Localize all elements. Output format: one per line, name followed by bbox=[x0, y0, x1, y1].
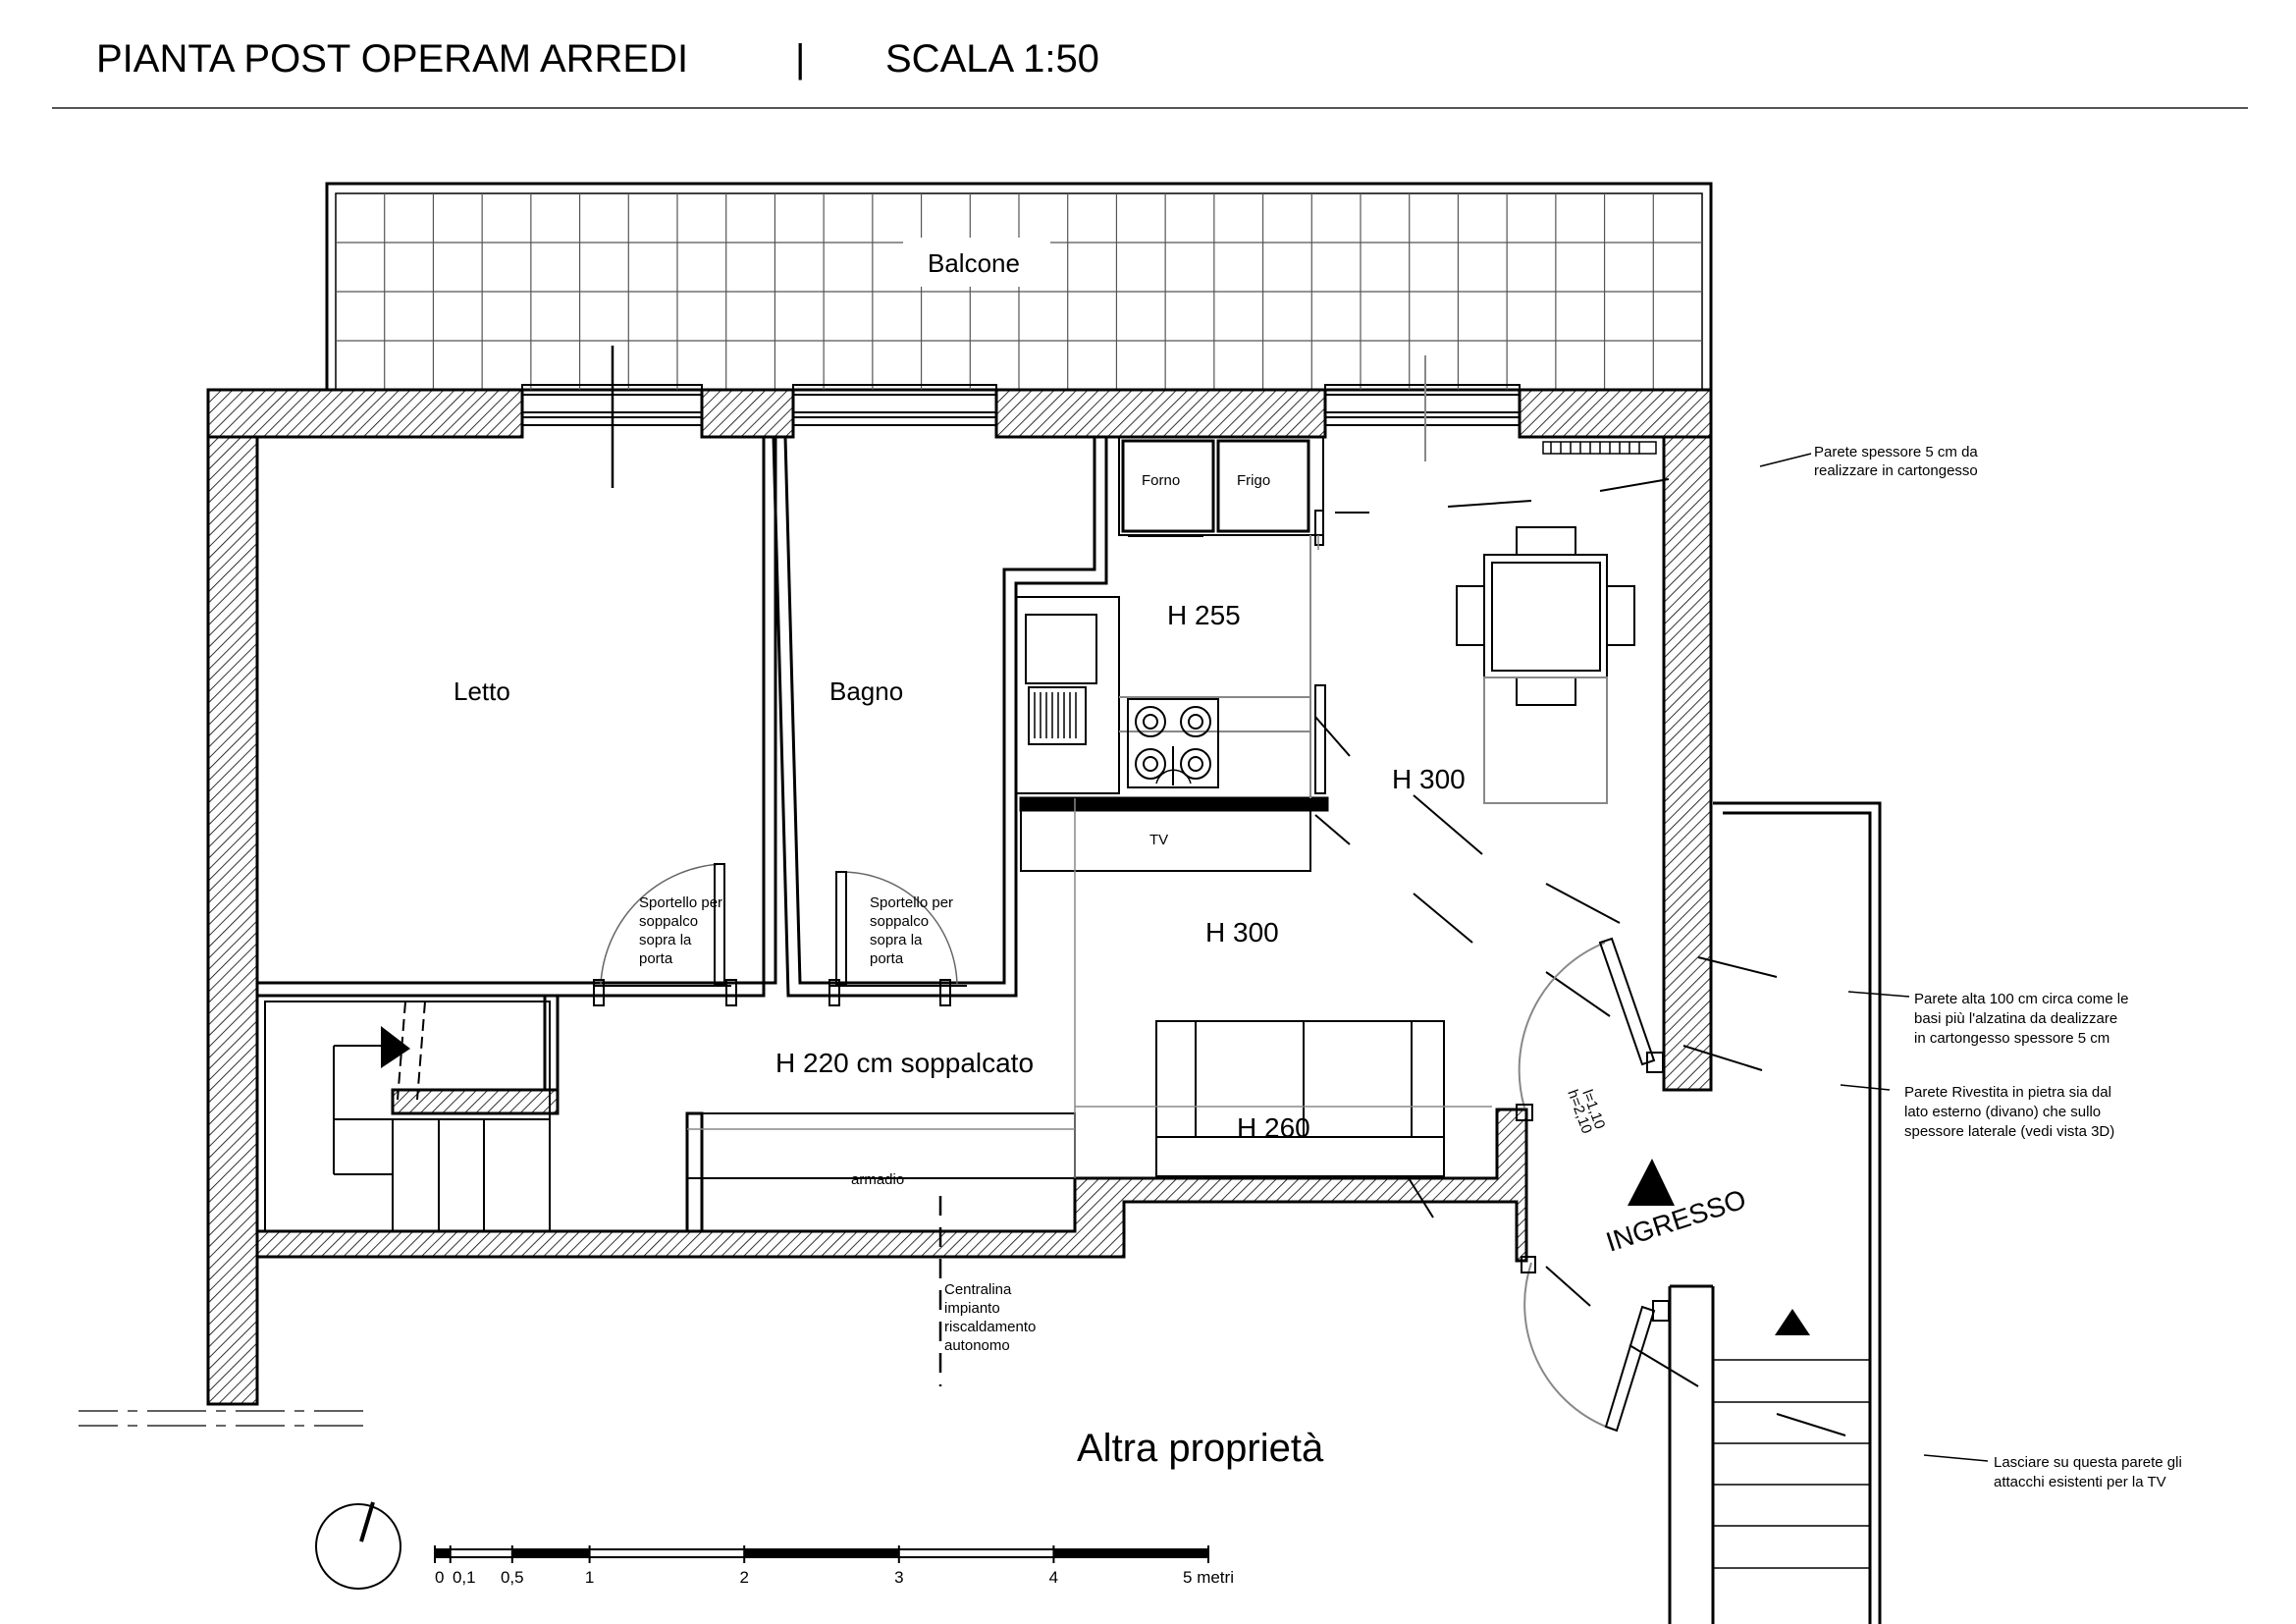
entrance-door[interactable] bbox=[1516, 937, 1670, 1433]
tv-label: TV bbox=[1149, 832, 1168, 848]
north-arrow-icon bbox=[315, 1501, 401, 1590]
annotation-line: basi più l'alzatina da dealizzare bbox=[1914, 1010, 2117, 1027]
bathroom-label: Bagno bbox=[829, 677, 903, 706]
scale-label: 5 metri bbox=[1183, 1568, 1234, 1587]
scale-label: 0,1 bbox=[453, 1568, 476, 1587]
left-door-note: Sportello per soppalco sopra la porta bbox=[639, 894, 722, 967]
annotation-line: Lasciare su questa parete gli bbox=[1994, 1454, 2182, 1471]
annotation-line: spessore laterale (vedi vista 3D) bbox=[1904, 1123, 2114, 1140]
annotation-line: Parete spessore 5 cm da bbox=[1814, 444, 1978, 460]
interior-walls bbox=[257, 436, 1329, 1233]
view-lines bbox=[1314, 478, 1846, 1436]
bedroom-door[interactable] bbox=[593, 863, 737, 1006]
left-note-line: Sportello per bbox=[639, 894, 722, 911]
left-note-line: porta bbox=[639, 950, 673, 967]
annotation-line: in cartongesso spessore 5 cm bbox=[1914, 1030, 2109, 1047]
drawing-title: PIANTA POST OPERAM ARREDI bbox=[96, 37, 688, 81]
scale-label: 2 bbox=[739, 1568, 748, 1587]
right-note-line: soppalco bbox=[870, 913, 929, 930]
ceiling-lines bbox=[687, 535, 1492, 1178]
entrance-label: INGRESSO bbox=[1602, 1184, 1749, 1258]
scale-label: 0,5 bbox=[501, 1568, 524, 1587]
right-note-line: porta bbox=[870, 950, 904, 967]
heating-note-line: autonomo bbox=[944, 1337, 1010, 1354]
other-property-label: Altra proprietà bbox=[1077, 1427, 1324, 1470]
bathroom-door[interactable] bbox=[828, 871, 967, 1006]
dining-table bbox=[1456, 526, 1635, 804]
title-separator: | bbox=[795, 37, 805, 81]
scale-bar: 0 0,1 0,5 1 2 3 4 5 metri bbox=[434, 1545, 1234, 1587]
wardrobe-label: armadio bbox=[851, 1171, 904, 1188]
balcony-label: Balcone bbox=[928, 248, 1020, 278]
annotation-wall-5cm: Parete spessore 5 cm da realizzare in ca… bbox=[1814, 444, 1978, 479]
annotation-wall-100: Parete alta 100 cm circa come le basi pi… bbox=[1914, 991, 2128, 1047]
left-note-line: soppalco bbox=[639, 913, 698, 930]
dining-height: H 300 bbox=[1392, 764, 1466, 794]
drawing-scale: SCALA 1:50 bbox=[885, 37, 1099, 81]
loft-height: H 220 cm soppalcato bbox=[775, 1048, 1034, 1078]
sofa-area-height: H 260 bbox=[1237, 1112, 1310, 1143]
right-note-line: sopra la bbox=[870, 932, 923, 948]
bedroom-label: Letto bbox=[454, 677, 510, 706]
heating-note: Centralina impianto riscaldamento autono… bbox=[944, 1281, 1036, 1354]
scale-label: 0 bbox=[435, 1568, 444, 1587]
heating-note-line: Centralina bbox=[944, 1281, 1012, 1298]
windows bbox=[521, 346, 1521, 488]
annotation-line: lato esterno (divano) che sullo bbox=[1904, 1104, 2101, 1120]
exterior-walls bbox=[206, 388, 1713, 1406]
oven-label: Forno bbox=[1142, 472, 1180, 489]
interior-stairs bbox=[264, 1001, 551, 1232]
left-note-line: sopra la bbox=[639, 932, 692, 948]
sofa bbox=[1155, 1020, 1445, 1177]
scale-label: 4 bbox=[1049, 1568, 1058, 1587]
scale-label: 1 bbox=[585, 1568, 594, 1587]
property-boundary bbox=[79, 1410, 363, 1427]
kitchen-height: H 255 bbox=[1167, 600, 1241, 630]
annotation-line: Parete alta 100 cm circa come le bbox=[1914, 991, 2128, 1007]
annotation-line: Parete Rivestita in pietra sia dal bbox=[1904, 1084, 2111, 1101]
living-height: H 300 bbox=[1205, 917, 1279, 947]
balcony: Balcone bbox=[325, 182, 1713, 392]
entrance-arrow-icon bbox=[1628, 1159, 1675, 1206]
annotation-leaders bbox=[1759, 453, 1989, 1462]
kitchen bbox=[1015, 436, 1326, 798]
annotation-stone-wall: Parete Rivestita in pietra sia dal lato … bbox=[1904, 1084, 2114, 1140]
right-note-line: Sportello per bbox=[870, 894, 953, 911]
scale-label: 3 bbox=[894, 1568, 903, 1587]
external-stairs[interactable] bbox=[1668, 801, 1882, 1624]
fridge-label: Frigo bbox=[1237, 472, 1270, 489]
annotation-line: attacchi esistenti per la TV bbox=[1994, 1474, 2166, 1490]
heating-note-line: impianto bbox=[944, 1300, 1000, 1317]
radiator bbox=[1542, 441, 1657, 455]
right-door-note: Sportello per soppalco sopra la porta bbox=[870, 894, 953, 967]
annotation-line: realizzare in cartongesso bbox=[1814, 462, 1978, 479]
heating-note-line: riscaldamento bbox=[944, 1319, 1036, 1335]
stair-up-arrow-icon bbox=[1775, 1309, 1810, 1335]
annotation-tv-wall: Lasciare su questa parete gli attacchi e… bbox=[1994, 1454, 2182, 1490]
